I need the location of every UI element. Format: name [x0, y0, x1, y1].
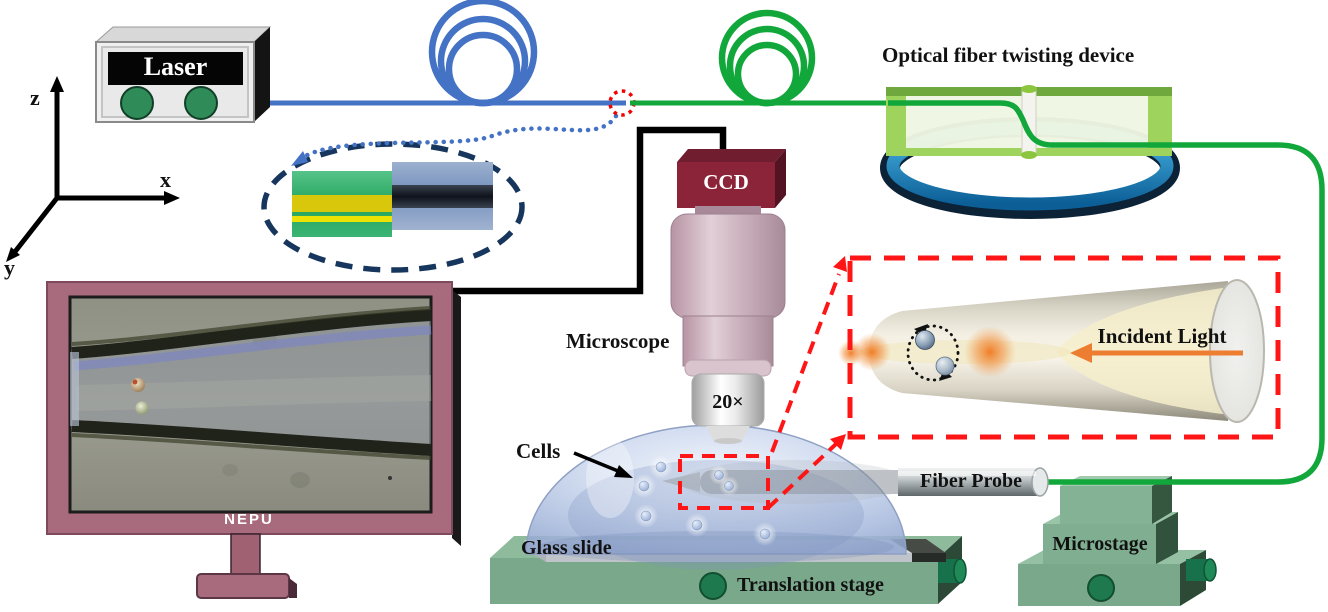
green-fiber-cross-section	[292, 171, 392, 237]
microstage-label: Microstage	[1052, 533, 1148, 555]
fiber-junction-marker	[608, 89, 636, 117]
trapped-cell	[915, 330, 935, 350]
monitor-brand-label: NEPU	[224, 511, 274, 528]
laser-knob[interactable]	[184, 86, 218, 120]
stage-knob[interactable]	[953, 558, 967, 584]
axis-z-label: z	[30, 85, 40, 110]
trapped-cell-image	[131, 378, 145, 392]
immersed-fiber-tip	[662, 460, 910, 504]
monitor-stand	[196, 533, 297, 599]
cells-pointer-arrow	[573, 451, 633, 478]
green-fiber-coil	[718, 9, 816, 107]
blue-fiber-cross-section	[392, 162, 493, 230]
fiber-probe-label: Fiber Probe	[919, 470, 1023, 492]
cells-label: Cells	[516, 439, 561, 463]
microstage-knob[interactable]	[1087, 574, 1115, 602]
glass-slide-label: Glass slide	[521, 537, 612, 559]
fiber-through-device	[888, 100, 1051, 148]
rotation-dotted-arrow	[906, 324, 960, 382]
focal-spot	[853, 333, 891, 371]
axis-x-label: x	[160, 167, 171, 192]
zoom-callout-dotted-arrow	[299, 113, 619, 161]
rotator-ring[interactable]	[886, 121, 1174, 211]
trapped-cell-image	[135, 401, 149, 415]
rotating-cells	[906, 324, 960, 382]
stage-knob[interactable]	[699, 572, 727, 600]
focal-spot	[964, 326, 1016, 378]
laser-knob[interactable]	[120, 86, 154, 120]
twisting-device-title: Optical fiber twisting device	[882, 43, 1135, 67]
translation-stage-label: Translation stage	[737, 574, 884, 596]
laser-label: Laser	[143, 52, 208, 81]
microscope-label: Microscope	[566, 329, 670, 353]
light-glow-cone	[1057, 287, 1230, 415]
microstage-knob[interactable]	[1203, 558, 1217, 582]
ccd-label: CCD	[703, 170, 749, 194]
monitor-frame	[46, 281, 453, 535]
monitor-screen[interactable]	[68, 295, 433, 514]
cells-in-droplet	[632, 455, 777, 546]
twist-spindle[interactable]	[1021, 87, 1037, 157]
trapping-region-box	[678, 454, 770, 510]
blue-fiber-coil	[428, 0, 538, 107]
axis-y-label: y	[4, 255, 15, 280]
fiber-tip-3d	[838, 279, 1265, 423]
microscopy-image	[70, 306, 432, 488]
trapped-cell	[935, 356, 955, 376]
incident-light-label: Incident Light	[1097, 324, 1227, 348]
objective-magnification-label: 20×	[712, 391, 744, 413]
